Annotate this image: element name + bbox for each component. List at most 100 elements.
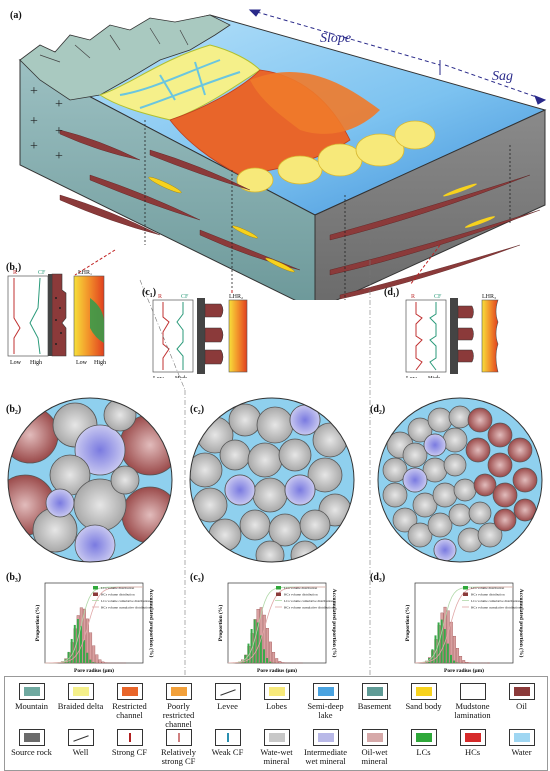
- plot-legend-swatch: [93, 586, 98, 590]
- y-axis-label: Proportion (%): [34, 605, 41, 642]
- svg-text:Low: Low: [406, 376, 418, 378]
- legend-label: Semi-deep lake: [307, 701, 344, 720]
- svg-text:+: +: [30, 84, 38, 99]
- legend-label: HCs: [464, 747, 481, 757]
- plot-legend-swatch: [93, 592, 98, 596]
- mountain-icon: [18, 683, 45, 700]
- plot-legend-text: LCs volume distribution: [471, 586, 504, 590]
- lcs-bar: [92, 662, 95, 663]
- legend-label: Braided delta: [57, 701, 104, 711]
- legend-item: Restricted channel: [105, 683, 154, 720]
- mudstone-icon: [459, 683, 486, 700]
- legend-label: Basement: [357, 701, 392, 711]
- source-rock-icon: [18, 729, 45, 746]
- svg-text:Low: Low: [153, 376, 165, 378]
- svg-text:High: High: [175, 376, 187, 378]
- svg-text:CF: CF: [181, 294, 189, 300]
- intermediate-wet-mineral-icon: [312, 729, 339, 746]
- log-b1: R CF LHR₁ Low High Low High: [7, 270, 106, 366]
- x-axis-label: Pore radius (μm): [444, 667, 484, 674]
- front-laminae: [329, 174, 541, 300]
- svg-text:R: R: [411, 294, 415, 300]
- lcs-bar: [266, 658, 269, 663]
- panel-label-b1: (b₁): [6, 262, 22, 273]
- legend-label: Lobes: [266, 701, 287, 711]
- oil-wet-mineral-icon: [361, 729, 388, 746]
- legend-item: Lobes: [252, 683, 301, 711]
- lcs-bar: [446, 643, 449, 663]
- lcs-bar: [80, 625, 82, 663]
- legend-label: LCs: [416, 747, 431, 757]
- svg-text:R: R: [158, 294, 162, 300]
- slope-sag-arrows: [248, 9, 547, 105]
- front-sand-lenses: [443, 183, 496, 228]
- plot-legend-text: LCs volume distribution: [101, 586, 134, 590]
- lcs-bar: [247, 643, 250, 663]
- legend-item: Relatively strong CF: [154, 729, 203, 766]
- weak-cf-icon: [214, 729, 241, 746]
- poorly-restricted-channel-icon: [165, 683, 192, 700]
- legend-item: Oil: [497, 683, 546, 711]
- log-panels: R CF LHR₁ Low High Low High R CF LHR₂ Lo…: [7, 270, 499, 378]
- lobes: [236, 120, 436, 193]
- legend-label: Oil: [516, 701, 527, 711]
- panel-label-a: (a): [10, 10, 22, 21]
- lcs-bar: [269, 661, 272, 663]
- legend-label: Wate-wet mineral: [260, 747, 293, 766]
- water-icon: [508, 729, 535, 746]
- lcs-bar: [73, 624, 76, 663]
- plot-legend-text: LCs volume distribution: [284, 586, 317, 590]
- legend-item: HCs: [448, 729, 497, 757]
- svg-text:LHR₃: LHR₃: [482, 294, 496, 300]
- strong-cf-icon: [116, 729, 143, 746]
- sag-label: Sag: [492, 69, 513, 84]
- log-c1: R CF LHR₂ Low High: [152, 294, 248, 378]
- braided-delta-icon: [67, 683, 94, 700]
- legend-item: Weak CF: [203, 729, 252, 757]
- legend-label: Relatively strong CF: [161, 747, 196, 766]
- svg-text:LHR₁: LHR₁: [78, 270, 92, 276]
- legend-item: Sand body: [399, 683, 448, 711]
- legend-label: Mountain: [14, 701, 49, 711]
- block-diagram: ++ ++ ++ Slope Sag: [18, 9, 547, 300]
- pointer-arrows: [74, 244, 441, 295]
- legend-item: Levee: [203, 683, 252, 711]
- slope-label: Slope: [320, 31, 351, 46]
- column-dividers: [139, 240, 371, 675]
- lcs-bar: [450, 654, 452, 663]
- lcs-bar: [70, 638, 73, 663]
- plot-legend-text: HCs volume distribution: [471, 593, 505, 597]
- legend-label: Levee: [217, 701, 238, 711]
- plot-legend-text: HCs volume distribution: [101, 593, 135, 597]
- x-axis-label: Pore radius (μm): [257, 667, 297, 674]
- plot-legend-swatch: [276, 592, 281, 596]
- block-front-side: [314, 109, 546, 300]
- legend-label: Water: [511, 747, 532, 757]
- lcs-bar: [259, 635, 262, 663]
- y-axis-label: Proportion (%): [217, 605, 224, 642]
- lcs-bar: [76, 619, 79, 663]
- svg-text:High: High: [94, 360, 106, 366]
- panel-label-d3: (d₃): [370, 572, 386, 583]
- log-d1: R CF LHR₃ Low High: [405, 294, 499, 378]
- block-left-side: [19, 59, 316, 300]
- plot-legend-text: HCs volume cumulative distribution: [101, 606, 151, 610]
- well-icon: [67, 729, 94, 746]
- lcs-bar: [440, 619, 443, 663]
- pore-c2: [190, 398, 354, 562]
- svg-text:Low: Low: [10, 360, 22, 366]
- lcs-bar: [263, 649, 265, 663]
- sand-lenses: [148, 176, 295, 273]
- plot-legend-text: HCs volume cumulative distribution: [284, 606, 334, 610]
- legend-label: Oil-wet mineral: [361, 747, 388, 766]
- svg-text:+: +: [30, 114, 38, 129]
- lcs-bar: [453, 660, 456, 663]
- legend-item: Mudstone lamination: [448, 683, 497, 720]
- panel-label-d1: (d₁): [384, 287, 400, 298]
- lcs-bar: [83, 640, 86, 663]
- svg-text:R: R: [13, 270, 17, 276]
